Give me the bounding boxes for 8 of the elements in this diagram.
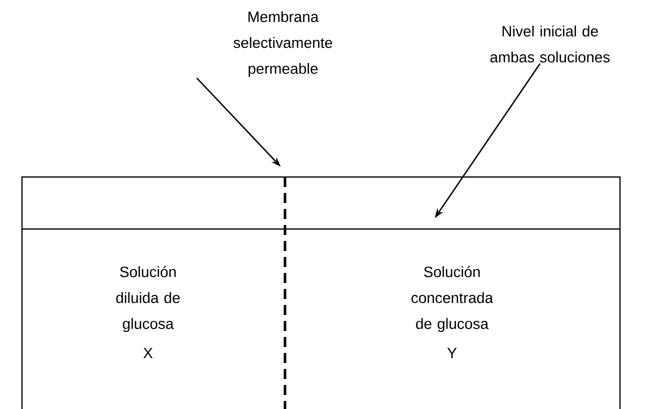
level-line <box>22 228 620 230</box>
membrane-line <box>284 177 286 409</box>
note-text: Nivel inicial de ambas soluciones <box>490 26 610 62</box>
solution-label: Solución concentrada de glucosa <box>412 266 494 332</box>
solution-label: X <box>143 348 153 358</box>
solution-label: Solución diluida de glucosa <box>116 266 180 332</box>
note-text: Membrana selectivamente permeable <box>234 11 332 77</box>
solution-label: Y <box>447 348 457 358</box>
